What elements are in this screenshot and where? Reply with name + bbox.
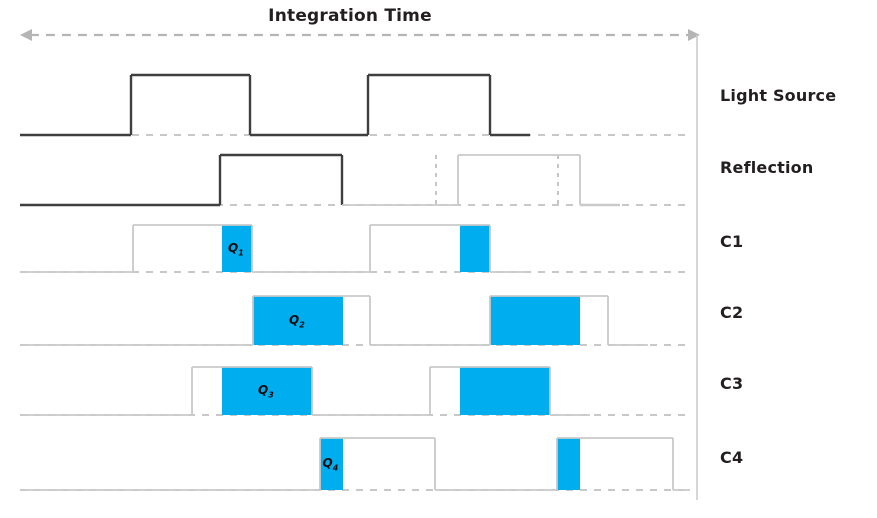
charge-window-c1-0 <box>222 225 252 272</box>
arrow-head-left-icon <box>20 29 32 41</box>
waveform-row-c1 <box>20 224 690 273</box>
charge-window-c2-0 <box>253 296 343 345</box>
charge-window-c4-0 <box>320 438 343 490</box>
waveform-rows <box>20 73 690 491</box>
charge-label-c2: Q2 <box>289 312 305 329</box>
charge-window-c1-1 <box>460 225 490 272</box>
integration-time-axis <box>20 29 700 500</box>
row-label-c3: C3 <box>720 374 744 393</box>
waveform-row-light-source <box>20 73 690 137</box>
row-label-light-source: Light Source <box>720 86 837 105</box>
row-label-c2: C2 <box>720 303 744 322</box>
waveform-row-c3 <box>20 366 690 416</box>
waveform-row-c4 <box>20 437 690 491</box>
row-label-reflection: Reflection <box>720 158 814 177</box>
charge-window-c4-1 <box>557 438 580 490</box>
arrow-head-right-icon <box>688 29 700 41</box>
charge-label-c3: Q3 <box>258 383 274 400</box>
waveform-row-reflection <box>20 153 690 207</box>
charge-window-c3-0 <box>222 367 312 415</box>
waveform-row-c2 <box>20 295 690 346</box>
charge-window-c2-1 <box>490 296 580 345</box>
charge-label-c4: Q4 <box>322 456 339 473</box>
page-title: Integration Time <box>268 6 432 26</box>
row-label-c4: C4 <box>720 448 744 467</box>
charge-window-c3-1 <box>460 367 550 415</box>
charge-label-c1: Q1 <box>228 240 244 257</box>
row-label-c1: C1 <box>720 232 744 251</box>
